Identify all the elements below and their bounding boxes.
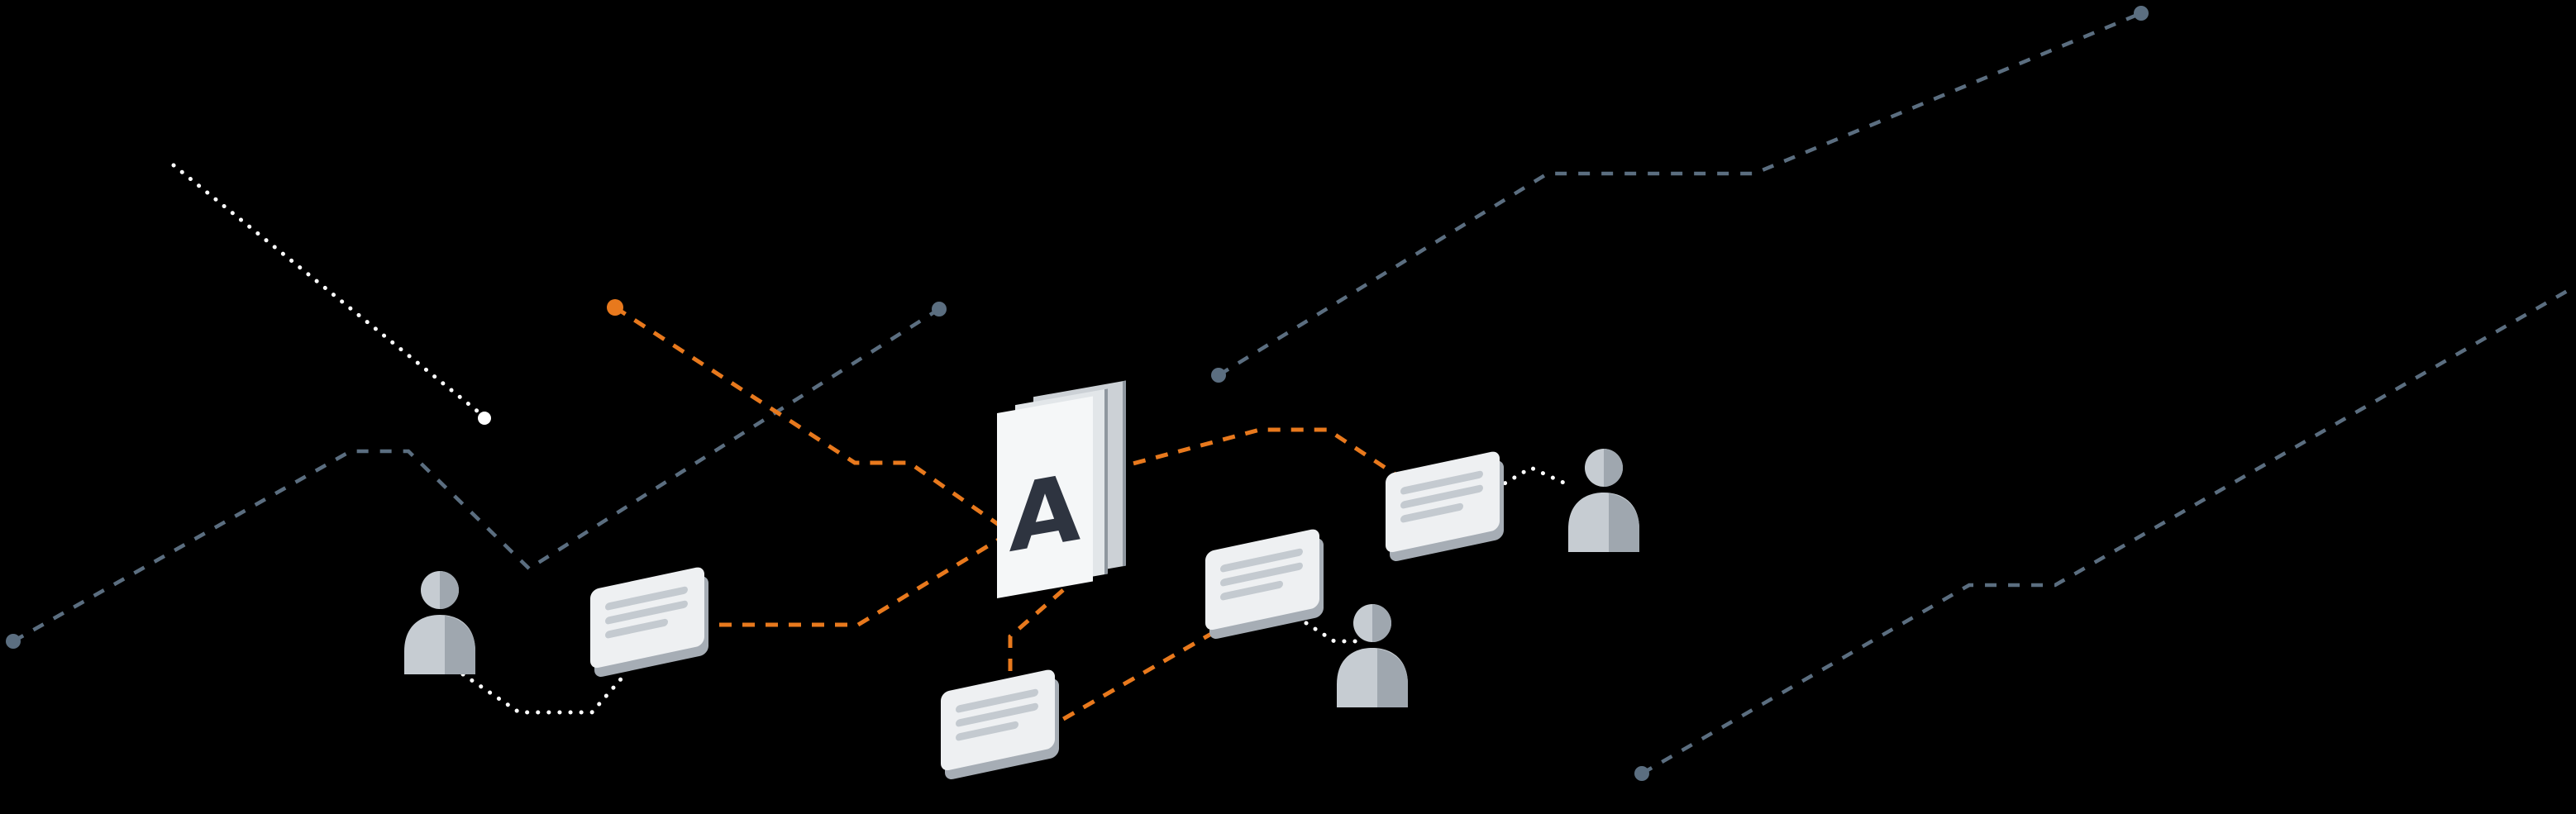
endpoint-dot-slate <box>932 302 947 317</box>
dashed-line-orange-card-left-to-docs <box>719 533 1007 627</box>
document-letter: A <box>1009 453 1081 574</box>
dashed-line-slate-bottomright <box>1640 284 2576 775</box>
endpoint-dot-white <box>478 412 491 425</box>
document-stack-icon: A <box>997 380 1126 598</box>
dotted-line-white-topleft <box>171 163 480 414</box>
endpoint-dot-slate <box>6 634 21 649</box>
dashed-line-orange-card-bottom-to-card-mid <box>1042 609 1252 733</box>
document-sheet-back-edge <box>1123 380 1126 567</box>
document-sheet-mid-edge <box>1104 388 1108 575</box>
dashed-line-slate-left <box>12 307 941 643</box>
dashed-line-orange-docs-to-card-right <box>1110 427 1407 483</box>
dotted-line-person-left-to-card <box>460 672 627 715</box>
dashed-line-slate-topright <box>1217 11 2142 377</box>
endpoint-dot-slate <box>1634 766 1649 781</box>
dashed-line-orange-docs-to-card-bottom <box>1008 588 1065 697</box>
endpoint-dot-slate <box>2134 6 2149 21</box>
document-sheet-front <box>997 396 1093 598</box>
endpoint-dot-slate <box>1211 368 1226 383</box>
dotted-line-card-mid-to-person <box>1304 621 1365 644</box>
endpoint-dot-orange <box>607 299 623 316</box>
dashed-line-orange-top <box>613 305 1014 536</box>
